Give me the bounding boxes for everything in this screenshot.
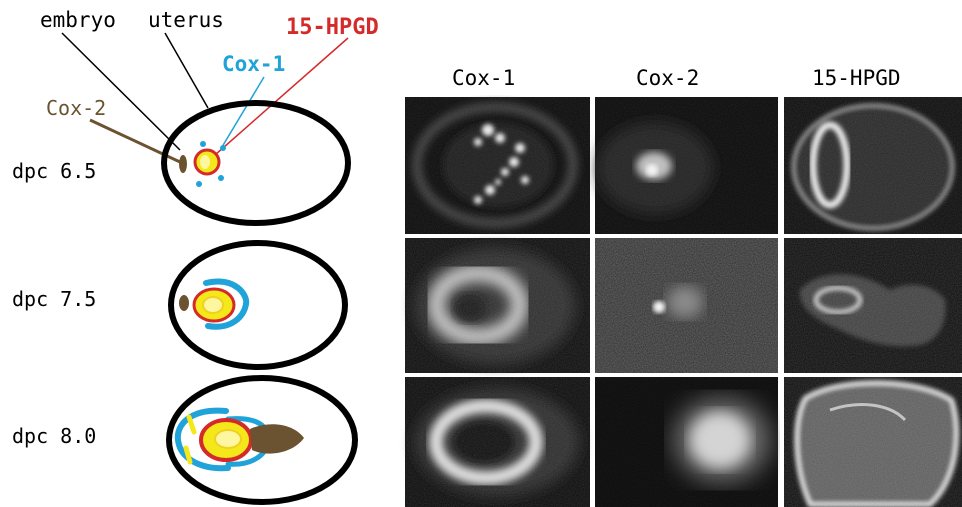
- embryo-diagram-7-5: [179, 278, 250, 330]
- hpgd-pointer-line: [206, 37, 349, 163]
- embryo-core: [214, 429, 242, 449]
- embryo-core: [200, 155, 210, 169]
- signal-spot: [653, 301, 665, 313]
- signal-cluster: [667, 286, 703, 318]
- column-header-cox2: Cox-2: [636, 66, 699, 90]
- cox2-mark: [179, 295, 189, 311]
- hpgd-label: 15-HPGD: [286, 15, 379, 40]
- column-header-cox1: Cox-1: [452, 66, 515, 90]
- micrograph-cox2-8-0: [595, 377, 778, 507]
- cox2-region: [250, 424, 304, 454]
- yellow-mark: [183, 445, 193, 465]
- cox1-arc: [174, 407, 231, 472]
- embryo-diagram-8-0: [174, 407, 304, 472]
- panel-noise: [405, 377, 590, 507]
- cox2-mark: [179, 155, 187, 173]
- uterus-outline-7-5: [168, 240, 348, 370]
- cox1-label: Cox-1: [222, 52, 285, 76]
- embryo-diagram-6-5: [179, 141, 226, 187]
- embryo-core: [202, 296, 224, 314]
- embryo-label: embryo: [40, 8, 116, 32]
- micrograph-hpgd-8-0: [784, 377, 962, 507]
- column-header-hpgd: 15-HPGD: [812, 66, 901, 90]
- uterus-pointer-line: [164, 32, 209, 109]
- embryo-pointer-line: [61, 32, 181, 151]
- uterus-outline-6-5: [161, 100, 351, 226]
- stage-label-7-5: dpc 7.5: [12, 287, 96, 311]
- panel-noise: [784, 97, 962, 234]
- micrograph-cox2-6-5: [595, 97, 778, 234]
- micrograph-cox1-7-5: [405, 238, 590, 373]
- yellow-mark: [186, 414, 197, 435]
- cox1-dot: [196, 181, 202, 187]
- micrograph-cox1-8-0: [405, 377, 590, 507]
- micrograph-hpgd-7-5: [784, 238, 962, 373]
- stage-label-6-5: dpc 6.5: [12, 159, 96, 183]
- cox2-label: Cox-2: [46, 96, 106, 120]
- stage-label-8-0: dpc 8.0: [12, 424, 96, 448]
- cox1-arc: [203, 278, 250, 330]
- panel-noise: [595, 377, 778, 507]
- micrograph-cox1-6-5: [405, 97, 590, 234]
- uterus-outline-8-0: [166, 375, 358, 505]
- uterus-label: uterus: [148, 8, 224, 32]
- panel-noise: [405, 238, 590, 373]
- cox1-dot: [218, 175, 224, 181]
- panel-noise: [784, 377, 962, 507]
- cox1-pointer-line: [221, 76, 265, 148]
- micrograph-cox2-7-5: [595, 238, 778, 373]
- cox1-dot: [220, 145, 226, 151]
- panel-noise: [405, 97, 590, 234]
- micrograph-hpgd-6-5: [784, 97, 962, 234]
- panel-noise: [595, 97, 778, 234]
- cox1-dot: [200, 141, 206, 147]
- panel-noise: [784, 238, 962, 373]
